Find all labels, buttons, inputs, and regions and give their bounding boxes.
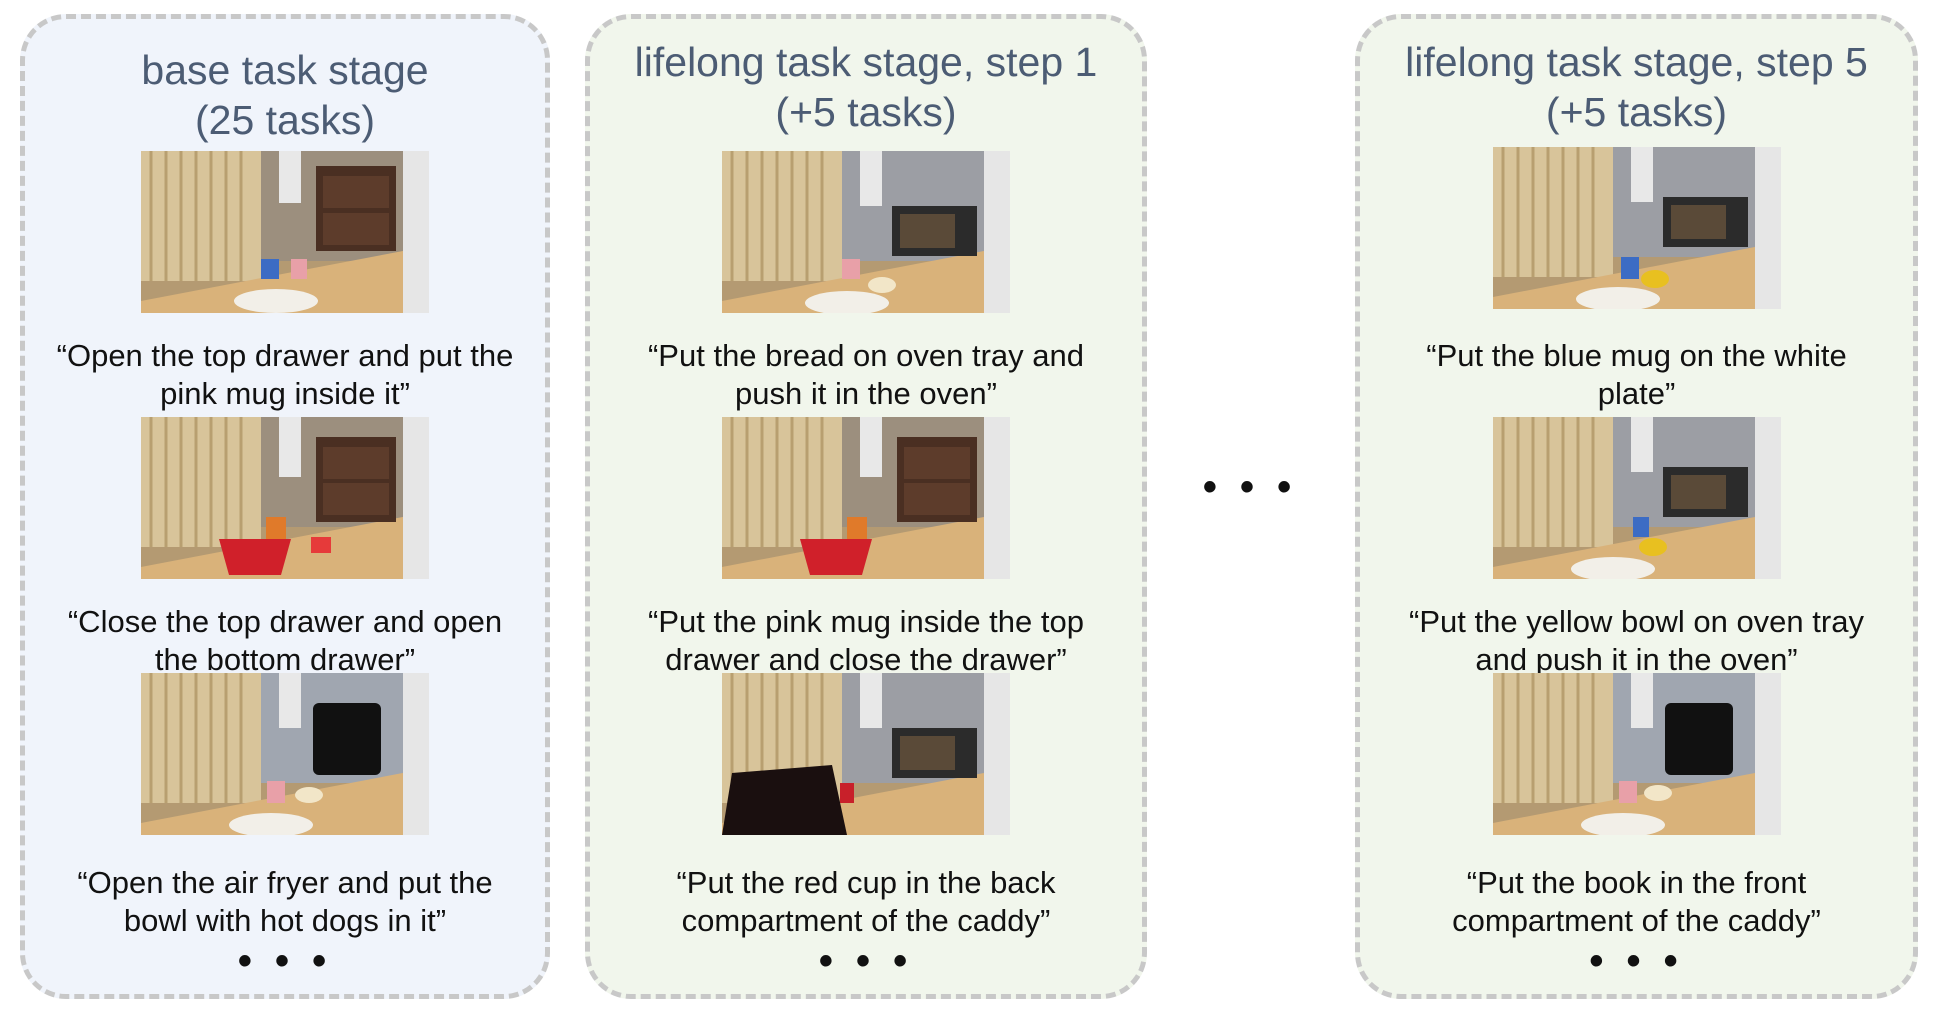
task-caption-line1: “Put the blue mug on the white — [1426, 338, 1847, 373]
more-tasks-ellipsis: • • • — [237, 939, 333, 983]
panel-title: lifelong task stage, step 1 (+5 tasks) — [590, 37, 1142, 137]
panel-title-line2: (25 tasks) — [195, 97, 375, 143]
task-photo-drawer-basket-scene — [722, 417, 1010, 579]
task-caption-line1: “Put the pink mug inside the top — [648, 604, 1084, 639]
task-caption: “Open the air fryer and put the bowl wit… — [25, 864, 545, 940]
task-caption-line2: compartment of the caddy” — [1452, 903, 1821, 938]
task-caption: “Put the yellow bowl on oven tray and pu… — [1360, 603, 1913, 679]
base-task-stage-panel: base task stage (25 tasks) “Open the top… — [20, 14, 550, 999]
task-caption-line2: compartment of the caddy” — [681, 903, 1051, 938]
task-caption: “Put the blue mug on the white plate” — [1360, 337, 1913, 413]
task-caption-line2: plate” — [1597, 376, 1676, 411]
task-caption: “Open the top drawer and put the pink mu… — [25, 337, 545, 413]
omitted-steps-ellipsis: • • • — [1202, 465, 1298, 509]
task-caption: “Put the bread on oven tray and push it … — [590, 337, 1142, 413]
task-photo-drawer-basket-scene — [141, 417, 429, 579]
task-caption-line1: “Put the yellow bowl on oven tray — [1409, 604, 1864, 639]
task-caption-line1: “Put the book in the front — [1466, 865, 1807, 900]
task-caption-line2: drawer and close the drawer” — [665, 642, 1067, 677]
task-photo-air-fryer-scene — [141, 673, 429, 835]
task-caption: “Put the pink mug inside the top drawer … — [590, 603, 1142, 679]
task-photo-oven-plate-scene — [1492, 147, 1781, 309]
task-caption-line1: “Open the top drawer and put the — [56, 338, 514, 373]
task-caption-line1: “Put the bread on oven tray and — [647, 338, 1084, 373]
panel-title-line2: (+5 tasks) — [775, 89, 957, 135]
task-caption-line2: bowl with hot dogs in it” — [123, 903, 447, 938]
panel-title: base task stage (25 tasks) — [25, 45, 545, 145]
panel-title-line1: lifelong task stage, step 5 — [1405, 39, 1868, 85]
task-caption-line1: “Open the air fryer and put the — [77, 865, 493, 900]
task-caption-line2: the bottom drawer” — [154, 642, 416, 677]
more-tasks-ellipsis: • • • — [818, 939, 914, 983]
task-caption-line1: “Put the red cup in the back — [676, 865, 1056, 900]
task-photo-oven-scene — [722, 151, 1010, 313]
task-caption-line2: pink mug inside it” — [160, 376, 410, 411]
task-photo-oven-bowl-scene — [1492, 417, 1781, 579]
task-caption-line2: push it in the oven” — [735, 376, 997, 411]
task-caption-line2: and push it in the oven” — [1475, 642, 1798, 677]
task-caption-line1: “Close the top drawer and open — [67, 604, 503, 639]
task-caption: “Close the top drawer and open the botto… — [25, 603, 545, 679]
lifelong-step1-panel: lifelong task stage, step 1 (+5 tasks) “… — [585, 14, 1147, 999]
task-photo-drawer-scene — [141, 151, 429, 313]
lifelong-step5-panel: lifelong task stage, step 5 (+5 tasks) “… — [1355, 14, 1918, 999]
task-photo-air-fryer-book-scene — [1492, 673, 1781, 835]
panel-title-line2: (+5 tasks) — [1545, 89, 1728, 135]
task-caption: “Put the book in the front compartment o… — [1360, 864, 1913, 940]
more-tasks-ellipsis: • • • — [1589, 939, 1684, 983]
panel-title: lifelong task stage, step 5 (+5 tasks) — [1360, 37, 1913, 137]
panel-title-line1: lifelong task stage, step 1 — [634, 39, 1098, 85]
panel-title-line1: base task stage — [141, 47, 429, 93]
task-caption: “Put the red cup in the back compartment… — [590, 864, 1142, 940]
task-photo-caddy-scene — [722, 673, 1010, 835]
